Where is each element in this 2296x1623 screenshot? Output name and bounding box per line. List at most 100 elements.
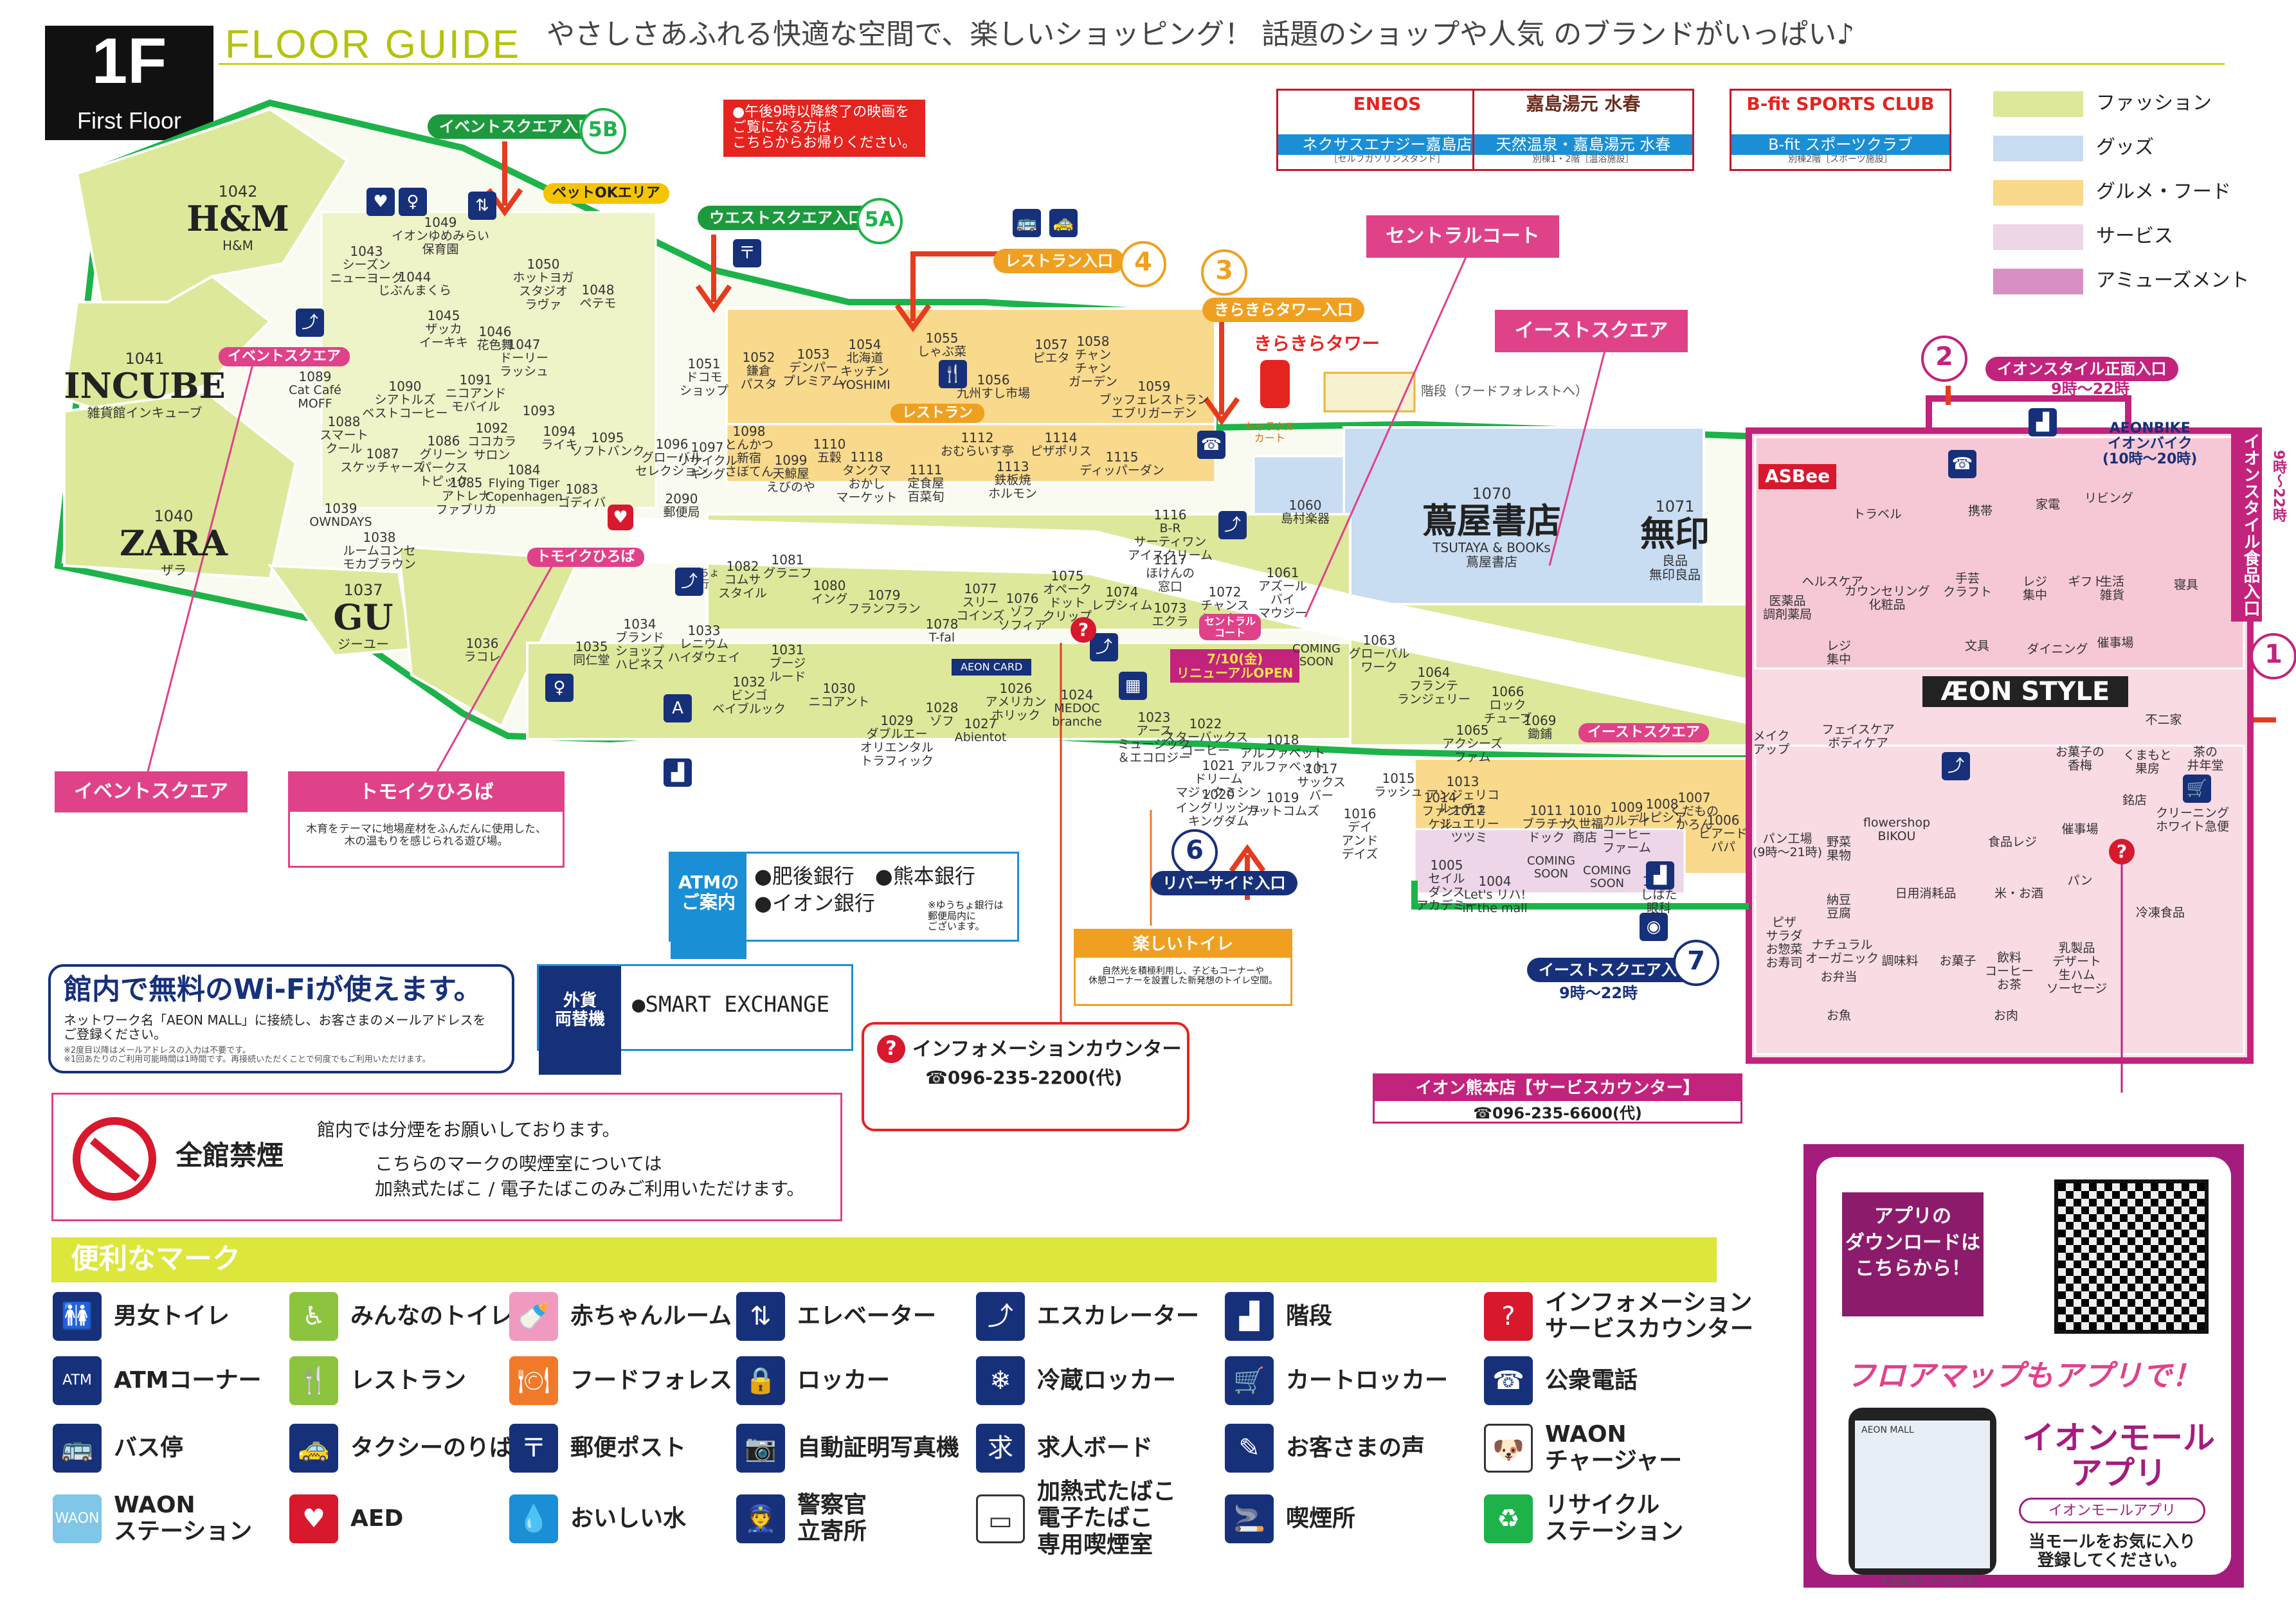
entrance-4-label[interactable]: レストラン入口 [993,249,1125,274]
store-label[interactable]: 1093 [523,404,556,418]
entrance-3-label[interactable]: きらきらタワー入口 [1202,298,1364,323]
entrance-6-label[interactable]: リバーサイド入口 [1151,871,1297,896]
entrance-5a-label[interactable]: ウエストスクエア入口 [698,206,875,231]
entrance-5b-label[interactable]: イベントスクエア入口 [428,114,605,139]
entrance-1-label[interactable]: イオンスタイル食品入口 [2231,427,2262,622]
app-search-box[interactable]: イオンモールアプリ [2019,1498,2205,1523]
qr-code[interactable] [2054,1179,2209,1334]
